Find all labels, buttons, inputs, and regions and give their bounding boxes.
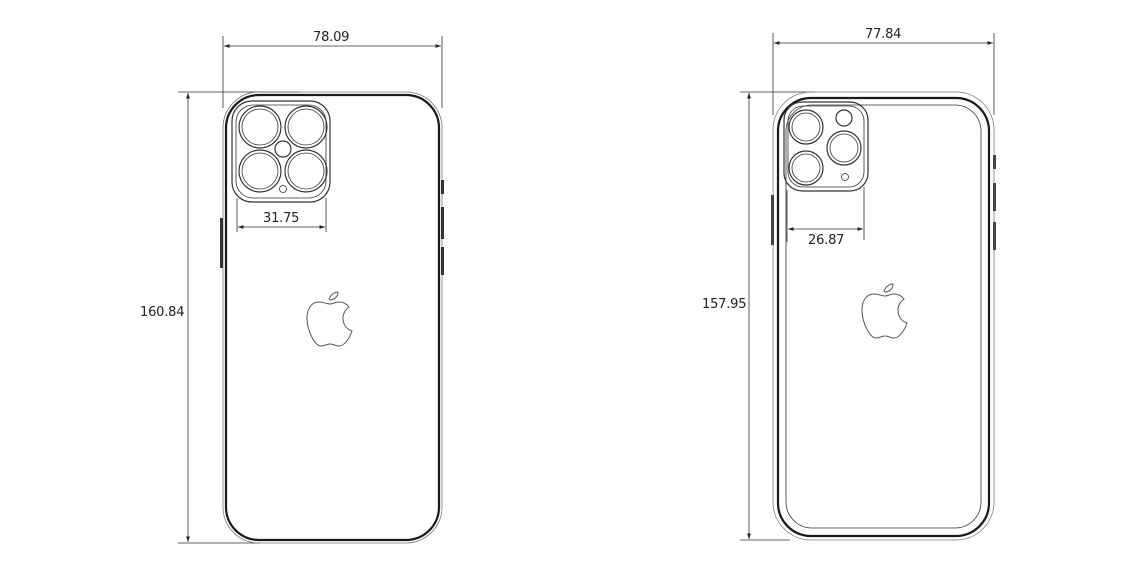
- right-phone-side-button: [993, 155, 996, 169]
- flash-icon: [274, 140, 292, 158]
- right-height-dimension-line: [740, 91, 815, 541]
- apple-logo-icon: [861, 283, 908, 339]
- left-phone-side-button: [220, 218, 223, 268]
- right-phone-glass-inset: [785, 104, 982, 529]
- microphone-icon: [841, 173, 849, 181]
- right-camera-dimension-line: [786, 187, 865, 242]
- right-phone-body: [776, 96, 991, 538]
- left-phone-drawing: [178, 36, 444, 544]
- left-phone-outer-edge: [222, 91, 443, 544]
- left-height-label: 160.84: [140, 305, 185, 320]
- left-camera-module: [231, 100, 331, 203]
- microphone-icon: [279, 185, 287, 193]
- right-width-dimension-line: [772, 33, 995, 115]
- camera-lens-icon: [788, 109, 862, 186]
- left-phone-side-button: [441, 207, 444, 239]
- left-camera-dimension-line: [236, 198, 327, 232]
- right-camera-width-label: 26.87: [808, 233, 845, 248]
- right-camera-module: [783, 101, 869, 192]
- left-phone-side-button: [441, 180, 444, 194]
- right-width-label: 77.84: [865, 27, 902, 42]
- left-camera-width-label: 31.75: [263, 211, 300, 226]
- apple-logo-icon: [306, 291, 353, 347]
- left-width-label: 78.09: [313, 30, 350, 45]
- right-phone-side-button: [993, 183, 996, 211]
- right-phone-drawing: [740, 33, 996, 541]
- flash-icon: [835, 109, 853, 127]
- left-phone-body: [224, 93, 441, 542]
- right-height-label: 157.95: [702, 297, 747, 312]
- right-phone-side-button: [771, 195, 774, 245]
- right-phone-outer-edge: [772, 91, 995, 541]
- left-height-dimension-line: [178, 91, 300, 544]
- left-phone-side-button: [441, 247, 444, 275]
- left-width-dimension-line: [222, 36, 443, 108]
- camera-lens-icon: [238, 105, 328, 193]
- right-phone-side-button: [993, 222, 996, 250]
